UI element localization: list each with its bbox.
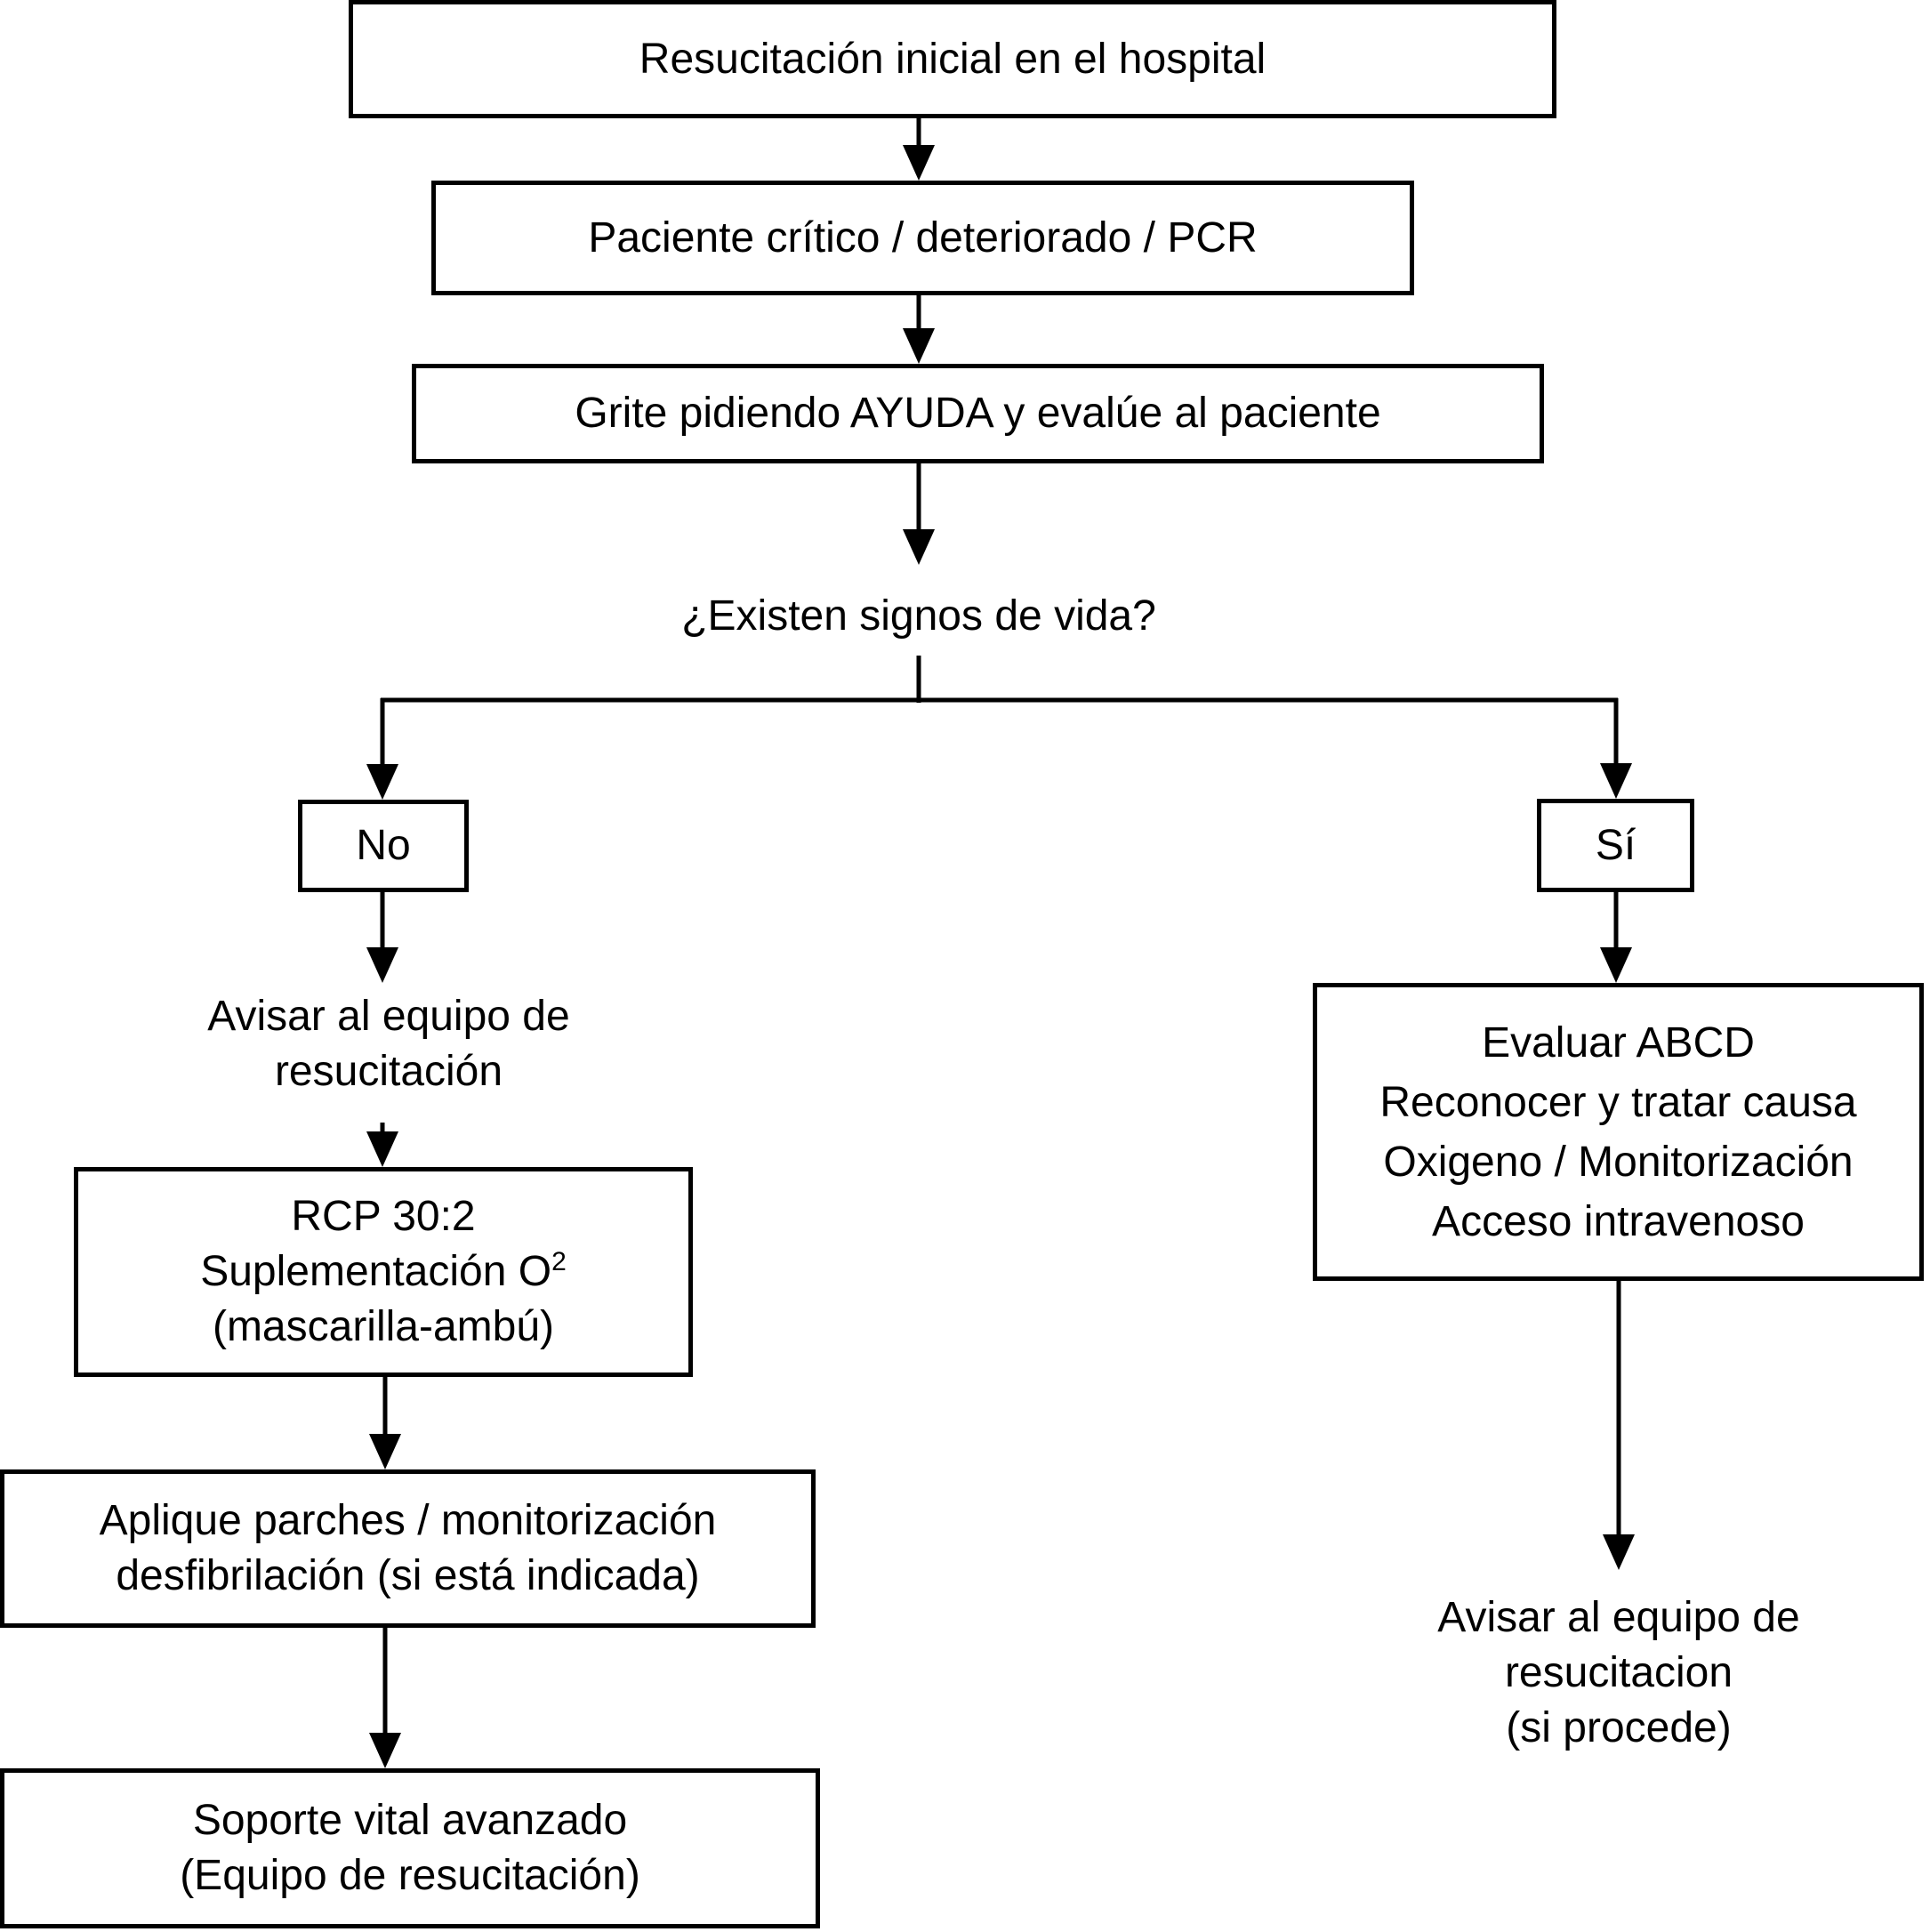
node-cpr-line2-text: Suplementación O — [200, 1248, 552, 1295]
node-evaluate-abcd: Evaluar ABCD Reconocer y tratar causa Ox… — [1313, 983, 1924, 1281]
node-critical-patient-label: Paciente crítico / deteriorado / PCR — [588, 213, 1258, 262]
node-answer-yes-label: Sí — [1595, 821, 1636, 869]
node-answer-yes: Sí — [1537, 799, 1694, 892]
label-notify-right-line2: resucitacion — [1504, 1649, 1733, 1696]
decision-signs-of-life-label: ¿Existen signos de vida? — [681, 592, 1156, 640]
arrowhead-abcd-to-notify — [1603, 1534, 1635, 1570]
arrowhead-initial-to-patient — [903, 145, 935, 181]
node-cpr-line2: Suplementación O2 — [200, 1244, 567, 1300]
node-abcd-line4: Acceso intravenoso — [1432, 1197, 1805, 1245]
label-notify-left-line1: Avisar al equipo de — [207, 993, 570, 1040]
node-apply-pads-line2: desfibrilación (si está indicada) — [116, 1552, 700, 1599]
node-abcd-line3: Oxigeno / Monitorización — [1383, 1138, 1854, 1186]
node-cpr-line1: RCP 30:2 — [291, 1193, 476, 1240]
arrowhead-pads-to-als — [369, 1733, 401, 1768]
arrowhead-shout-to-question — [903, 529, 935, 565]
node-advanced-life-support: Soporte vital avanzado (Equipo de resuci… — [0, 1768, 820, 1928]
node-apply-pads-monitoring: Aplique parches / monitorización desfibr… — [0, 1469, 816, 1628]
node-apply-pads-line1: Aplique parches / monitorización — [99, 1497, 717, 1544]
label-notify-resuscitation-team-left: Avisar al equipo de resucitación — [122, 989, 655, 1099]
node-critical-patient: Paciente crítico / deteriorado / PCR — [431, 181, 1414, 295]
arrowhead-notify-to-cpr — [366, 1131, 398, 1167]
node-shout-for-help: Grite pidiendo AYUDA y evalúe al pacient… — [412, 364, 1544, 463]
node-als-line1: Soporte vital avanzado — [192, 1797, 628, 1844]
node-shout-for-help-label: Grite pidiendo AYUDA y evalúe al pacient… — [575, 390, 1381, 437]
label-notify-left-line2: resucitación — [274, 1048, 503, 1095]
node-answer-no: No — [298, 800, 469, 892]
node-als-line2: (Equipo de resucitación) — [180, 1852, 640, 1899]
arrowhead-rail-to-no — [366, 764, 398, 800]
node-cpr-30-2: RCP 30:2 Suplementación O2 (mascarilla-a… — [74, 1167, 693, 1377]
label-notify-right-line1: Avisar al equipo de — [1437, 1594, 1800, 1641]
node-answer-no-label: No — [356, 822, 411, 869]
arrowhead-yes-to-abcd — [1600, 947, 1632, 983]
node-initial-resuscitation: Resucitación inicial en el hospital — [349, 0, 1556, 118]
label-notify-right-line3: (si procede) — [1506, 1704, 1732, 1751]
arrowhead-cpr-to-pads — [369, 1434, 401, 1469]
arrowhead-no-to-notify — [366, 947, 398, 983]
node-cpr-line2-superscript: 2 — [551, 1247, 567, 1276]
node-abcd-line1: Evaluar ABCD — [1482, 1018, 1755, 1067]
label-notify-resuscitation-team-right: Avisar al equipo de resucitacion (si pro… — [1352, 1590, 1886, 1756]
decision-signs-of-life: ¿Existen signos de vida? — [385, 589, 1452, 644]
node-abcd-line2: Reconocer y tratar causa — [1379, 1078, 1857, 1126]
node-cpr-line3: (mascarilla-ambú) — [212, 1303, 555, 1350]
node-initial-resuscitation-label: Resucitación inicial en el hospital — [639, 35, 1267, 83]
arrowhead-patient-to-shout — [903, 328, 935, 364]
arrowhead-rail-to-yes — [1600, 763, 1632, 799]
